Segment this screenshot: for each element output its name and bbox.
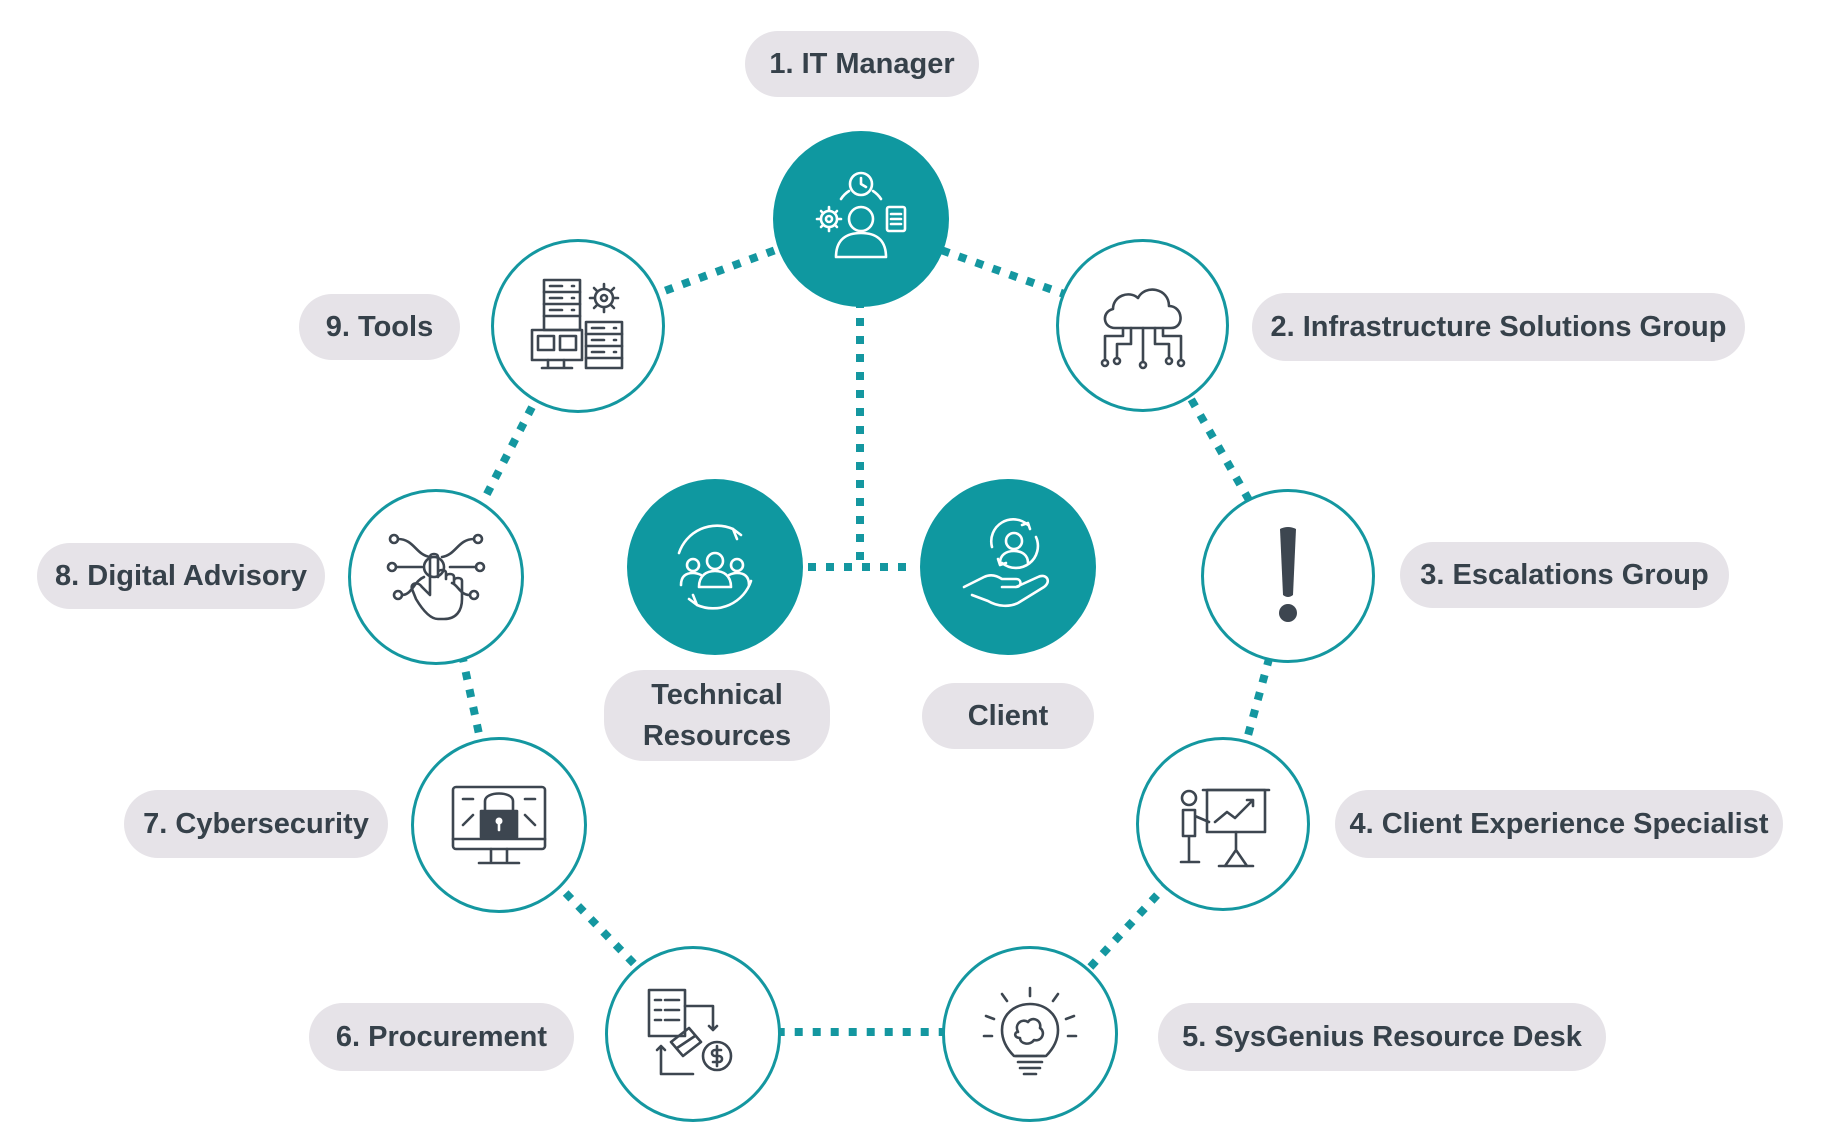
infrastructure-label: 2. Infrastructure Solutions Group <box>1252 293 1745 361</box>
technical-resources-label: Technical Resources <box>604 670 830 761</box>
escalations-node <box>1201 489 1375 663</box>
infrastructure-node <box>1056 239 1229 412</box>
client-experience-label: 4. Client Experience Specialist <box>1335 790 1783 858</box>
resource-desk-node <box>942 946 1118 1122</box>
monitor-lock-icon <box>451 785 547 865</box>
procurement-icon <box>647 988 733 1076</box>
client-label: Client <box>922 683 1094 749</box>
presentation-icon <box>1179 788 1271 868</box>
cloud-network-icon <box>1100 287 1185 369</box>
tools-node <box>491 239 665 413</box>
resource-desk-label: 5. SysGenius Resource Desk <box>1158 1003 1606 1071</box>
technical-resources-node <box>627 479 803 655</box>
technical-resources-label-line2: Resources <box>642 719 792 752</box>
procurement-node <box>605 946 781 1122</box>
ring-connector <box>440 215 1297 1036</box>
escalations-label: 3. Escalations Group <box>1400 542 1729 608</box>
exclamation-icon <box>1279 527 1297 622</box>
tools-label: 9. Tools <box>299 294 460 360</box>
manager-tasks-icon <box>815 171 907 259</box>
client-experience-node <box>1136 737 1310 911</box>
cybersecurity-label: 7. Cybersecurity <box>124 790 388 858</box>
technical-resources-label-line1: Technical <box>651 678 783 711</box>
server-gear-icon <box>530 278 624 370</box>
team-cycle-icon <box>677 524 753 610</box>
client-hand-icon <box>962 518 1050 608</box>
procurement-label: 6. Procurement <box>309 1003 574 1071</box>
touch-network-icon <box>386 533 486 621</box>
digital-advisory-label: 8. Digital Advisory <box>37 543 325 609</box>
it-manager-node <box>773 131 949 307</box>
client-node <box>920 479 1096 655</box>
spoke-connector <box>790 300 915 571</box>
it-manager-label: 1. IT Manager <box>745 31 979 97</box>
digital-advisory-node <box>348 489 524 665</box>
lightbulb-brain-icon <box>982 986 1078 1076</box>
cybersecurity-node <box>411 737 587 913</box>
